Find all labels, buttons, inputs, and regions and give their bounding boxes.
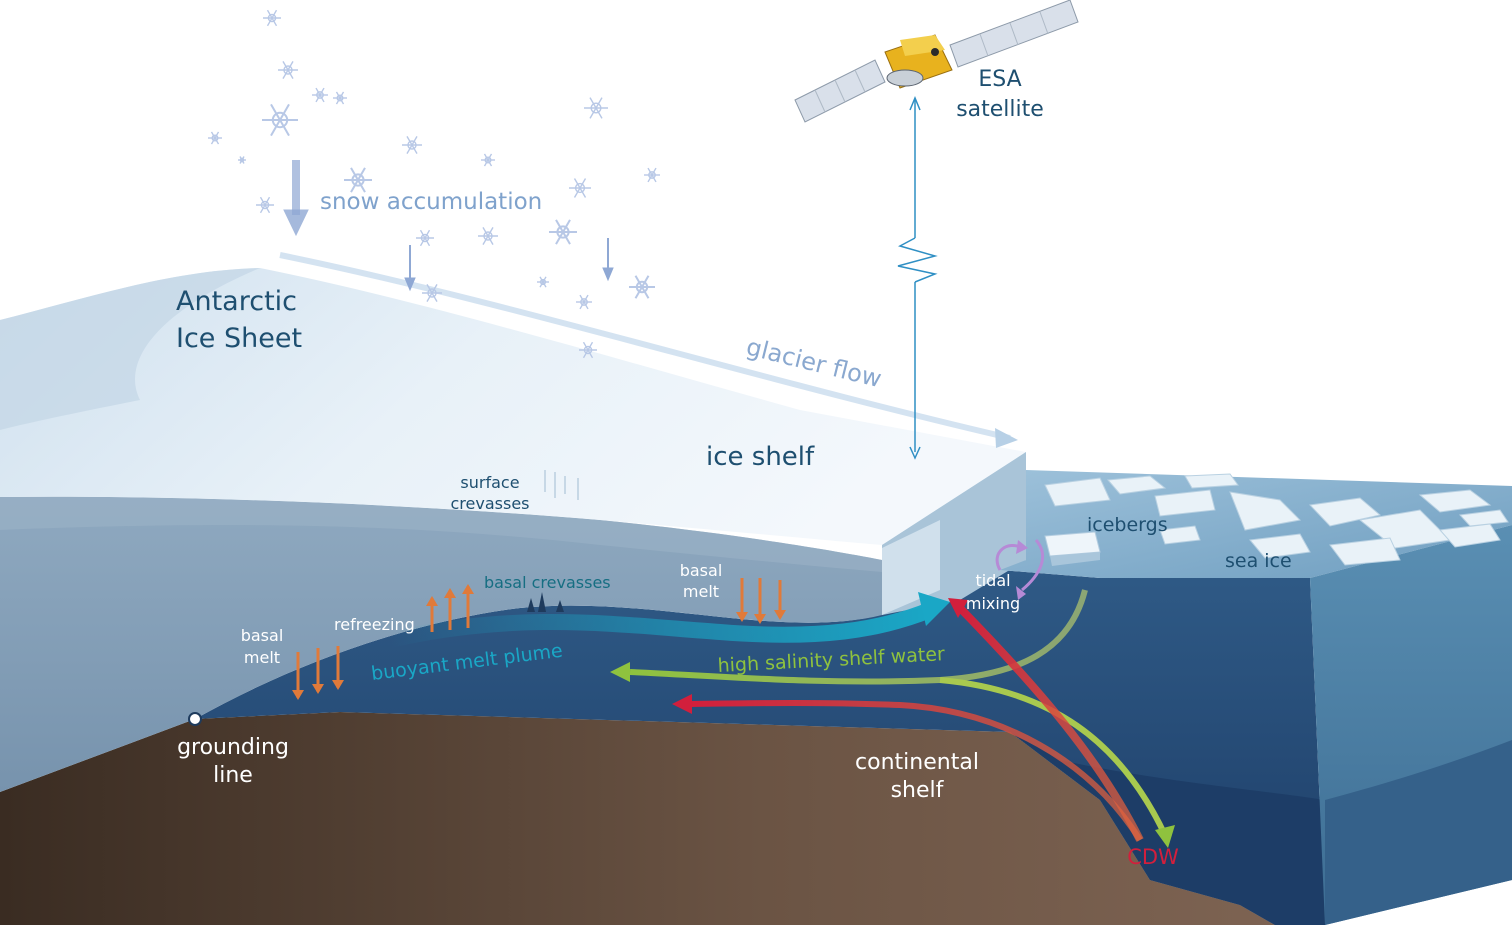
grounding-line-label-1: grounding: [177, 735, 289, 760]
plume-arrowhead: [918, 592, 950, 626]
refreezing-label: refreezing: [334, 615, 415, 634]
snowflake-icon: [579, 341, 597, 359]
ice-sheet-label-1: Antarctic: [176, 286, 297, 317]
snowflake-icon: [416, 229, 434, 247]
snowflake-icon: [263, 9, 281, 27]
hssw-arrow: [629, 589, 1088, 685]
snowflake-icon: [402, 135, 422, 155]
ice-sheet-top-shade: [0, 268, 260, 430]
snowflake-icon: [629, 275, 655, 299]
hssw-arrowhead: [610, 662, 630, 682]
refreeze-arrow-up: [444, 588, 456, 630]
ice-sheet-front-light: [0, 496, 882, 572]
refreeze-arrow-up: [426, 596, 438, 632]
basal-melt-left-label-1: basal: [241, 626, 284, 645]
surface-crevasses-label-1: surface: [460, 473, 519, 492]
snowflake-icon: [422, 283, 442, 303]
ocean-cavity: [195, 570, 1325, 925]
ice-shelf-label: ice shelf: [706, 442, 815, 472]
melt-arrow-down: [332, 646, 344, 690]
melt-arrows-group: [292, 578, 786, 700]
refreeze-arrow-up: [462, 584, 474, 628]
cdw-lower-arrowhead: [672, 694, 692, 714]
icebergs-shapes: [1044, 531, 1101, 566]
snowflake-icon: [256, 196, 274, 214]
satellite-label-2: satellite: [956, 97, 1044, 122]
basal-melt-center-label-2: melt: [683, 582, 719, 601]
cdw-arrow-upper: [957, 605, 1144, 842]
buoyant-melt-plume-arrow: [388, 602, 933, 648]
ice-sheet-top: [0, 268, 1026, 545]
grounding-line-marker: [188, 712, 202, 726]
snowflake-icon: [537, 276, 549, 288]
melt-arrow-down: [292, 652, 304, 700]
bedrock-front: [0, 712, 1275, 925]
surface-crevasse-marks: [544, 470, 579, 500]
snowflake-icon: [312, 87, 328, 103]
glacier-flow-arrowhead: [995, 428, 1018, 448]
ocean-side-deep: [1325, 740, 1512, 925]
tidal-arrowhead-2: [1016, 586, 1026, 600]
surface-crevasses-label-2: crevasses: [451, 494, 530, 513]
cdw-upper-arrowhead: [948, 598, 968, 618]
hssw-down-arrow: [939, 677, 1168, 837]
snowflake-icon: [481, 153, 495, 167]
snowflake-icon: [584, 97, 608, 119]
altimetry-signal: [897, 96, 938, 460]
melt-arrow-down: [754, 578, 766, 624]
satellite-label-1: ESA: [978, 67, 1021, 92]
snowflake-icon: [208, 131, 222, 145]
snowflake-icon: [344, 167, 372, 193]
snowflake-icon: [262, 103, 298, 137]
ice-sheet-front: [0, 496, 882, 792]
tidal-mixing-label-2: mixing: [966, 594, 1020, 613]
basal-crevasse-marks: [527, 592, 564, 612]
glacier-flow-label: glacier flow: [744, 333, 885, 394]
tidal-mixing-label-1: tidal: [975, 571, 1010, 590]
snowflake-icon: [238, 156, 246, 164]
snowflake-icon: [569, 178, 591, 198]
tidal-arrowhead-1: [1016, 540, 1028, 554]
continental-shelf-label-2: shelf: [891, 778, 945, 803]
snowflake-icon: [549, 219, 577, 245]
satellite-icon: [794, 0, 1079, 123]
snowflake-icon: [644, 167, 660, 183]
sea-ice-floes: [1044, 473, 1509, 566]
basal-melt-left-label-2: melt: [244, 648, 280, 667]
snowflake-icon: [576, 294, 592, 310]
grounding-line-label-2: line: [213, 763, 253, 788]
ice-sheet-label-2: Ice Sheet: [176, 323, 302, 354]
snow-arrows: [283, 160, 614, 292]
continental-shelf-label-1: continental: [855, 750, 979, 775]
cdw-arrow-lower: [689, 700, 1143, 842]
hssw-down-arrowhead: [1155, 825, 1175, 848]
melt-arrow-down: [312, 648, 324, 694]
snow-accumulation-label: snow accumulation: [320, 189, 542, 215]
melt-arrow-down: [774, 580, 786, 620]
sea-ice-label: sea ice: [1225, 550, 1292, 572]
snowflake-group: [208, 9, 660, 359]
basal-crevasses-label: basal crevasses: [484, 573, 611, 592]
glacier-flow-line: [279, 252, 1011, 441]
snowflake-icon: [333, 91, 347, 105]
snowflake-icon: [478, 226, 498, 246]
basal-melt-center-label-1: basal: [680, 561, 723, 580]
cdw-label: CDW: [1127, 845, 1179, 869]
icebergs-label: icebergs: [1087, 514, 1168, 536]
snowflake-icon: [278, 60, 298, 80]
melt-arrow-down: [736, 578, 748, 622]
ice-shelf-front-face: [882, 520, 940, 615]
